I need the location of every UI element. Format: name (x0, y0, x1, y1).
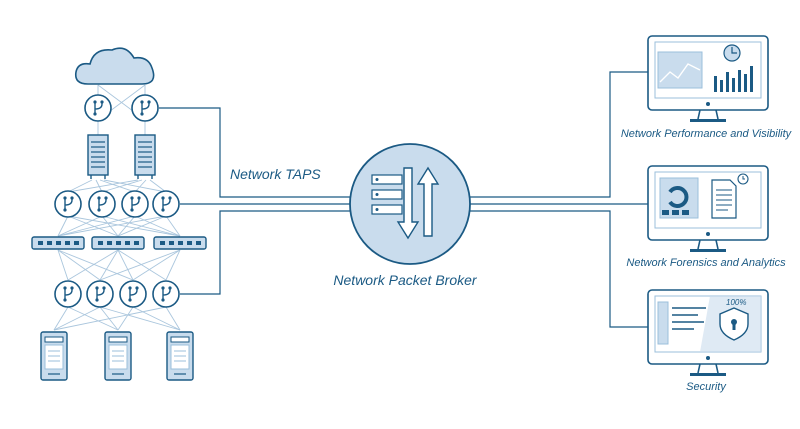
shield-lock-icon (719, 307, 749, 341)
tap-icon (152, 280, 180, 308)
packet-broker-icon (349, 143, 471, 265)
forensics-analytics-label: Network Forensics and Analytics (626, 257, 786, 269)
tap-icon (152, 190, 180, 218)
tap-icon (121, 190, 149, 218)
tap-icon (54, 190, 82, 218)
tap-icon (54, 280, 82, 308)
tap-icon (86, 280, 114, 308)
server-rack-icon (87, 134, 109, 180)
network-mesh-lines (53, 84, 181, 331)
tap-icon (131, 94, 159, 122)
workstation-icon (166, 331, 194, 381)
performance-visibility-label: Network Performance and Visibility (620, 128, 792, 140)
switch-icon (31, 236, 85, 250)
forensics-monitor-icon (647, 165, 769, 253)
cloud-icon (74, 47, 155, 85)
switch-icon (153, 236, 207, 250)
tap-icon (119, 280, 147, 308)
server-rack-icon (134, 134, 156, 180)
security-percent-label: 100% (726, 298, 746, 307)
performance-monitor-icon (647, 35, 769, 123)
workstation-icon (104, 331, 132, 381)
security-monitor-icon: 100% (647, 289, 769, 377)
switch-icon (91, 236, 145, 250)
network-taps-label: Network TAPS (230, 166, 321, 182)
workstation-icon (40, 331, 68, 381)
broker-connection-lines (159, 71, 648, 328)
security-label: Security (686, 381, 726, 393)
tap-icon (88, 190, 116, 218)
tap-icon (84, 94, 112, 122)
packet-broker-label: Network Packet Broker (333, 272, 477, 288)
